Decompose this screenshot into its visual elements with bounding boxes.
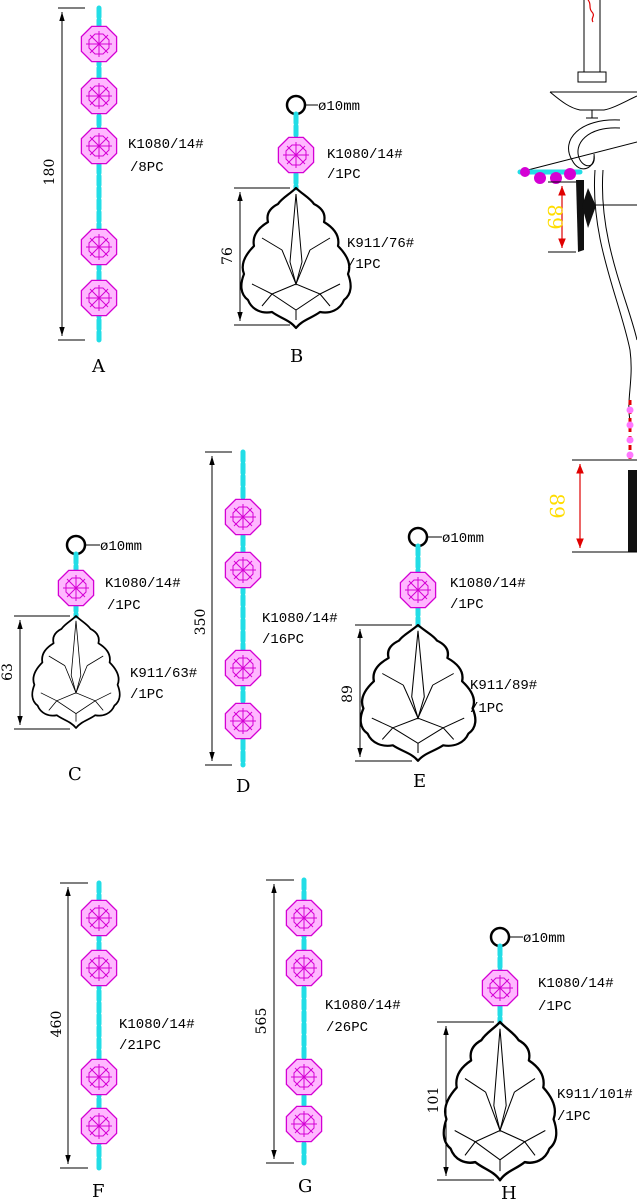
dimension-label: 89 bbox=[543, 204, 567, 229]
dimension-label: 76 bbox=[220, 247, 236, 265]
dimension-label: 89 bbox=[545, 493, 569, 518]
dimension-label: 350 bbox=[193, 609, 209, 636]
quantity: /1PC bbox=[327, 167, 361, 183]
item-letter: G bbox=[298, 1176, 312, 1197]
ring-size: ø10mm bbox=[523, 931, 565, 947]
item-letter: A bbox=[91, 356, 106, 377]
item-letter: E bbox=[413, 771, 426, 792]
part-code: K911/89# bbox=[470, 678, 537, 694]
part-code: K1080/14# bbox=[538, 976, 614, 992]
ring-size: ø10mm bbox=[100, 539, 142, 555]
pendant-h: ø10mm 101 K1080/14# /1PC K911/101# /1PC … bbox=[426, 926, 633, 1202]
octagon-bead-icon bbox=[285, 899, 323, 937]
ring-size: ø10mm bbox=[318, 99, 360, 115]
octagon-bead-icon bbox=[224, 702, 262, 740]
part-code: K1080/14# bbox=[119, 1017, 195, 1033]
quantity: /1PC bbox=[347, 257, 381, 273]
octagon-bead-icon bbox=[285, 1058, 323, 1096]
octagon-bead-icon bbox=[80, 899, 118, 937]
pendant-e: ø10mm 89 K1080/14# /1PC K911/89# /1PC E bbox=[340, 526, 537, 792]
strand-f: 460 K1080/14# /21PC F bbox=[49, 880, 195, 1202]
dimension-label: 101 bbox=[426, 1087, 442, 1114]
pendant-drop-icon bbox=[359, 623, 477, 762]
quantity: /1PC bbox=[557, 1109, 591, 1125]
octagon-bead-icon bbox=[481, 969, 519, 1007]
pendant-c: ø10mm 63 K1080/14# /1PC K911/63# /1PC C bbox=[0, 534, 197, 785]
part-code: K1080/14# bbox=[105, 576, 181, 592]
ring-hook-icon bbox=[407, 526, 429, 548]
quantity: /1PC bbox=[107, 598, 141, 614]
octagon-bead-icon bbox=[80, 77, 118, 115]
quantity: /21PC bbox=[119, 1038, 161, 1054]
part-code: K1080/14# bbox=[325, 998, 401, 1014]
octagon-bead-icon bbox=[224, 551, 262, 589]
quantity: /1PC bbox=[538, 999, 572, 1015]
dimension-label: 565 bbox=[254, 1008, 270, 1035]
item-letter: H bbox=[501, 1183, 517, 1202]
octagon-bead-icon bbox=[80, 1107, 118, 1145]
octagon-bead-icon bbox=[285, 1105, 323, 1143]
part-code: K1080/14# bbox=[128, 137, 204, 153]
dimension-label: 63 bbox=[0, 663, 16, 681]
ring-hook-icon bbox=[65, 534, 87, 556]
pendant-drop-icon bbox=[31, 615, 121, 729]
part-code: K911/76# bbox=[347, 236, 414, 252]
strand-g: 565 K1080/14# /26PC G bbox=[254, 877, 401, 1197]
quantity: /26PC bbox=[326, 1020, 368, 1036]
octagon-bead-icon bbox=[80, 127, 118, 165]
octagon-bead-icon bbox=[285, 949, 323, 987]
item-letter: D bbox=[236, 776, 250, 797]
part-code: K911/101# bbox=[557, 1087, 633, 1103]
pendant-drop-icon bbox=[442, 1020, 558, 1182]
octagon-bead-icon bbox=[57, 569, 95, 607]
strand-d: 350 K1080/14# /16PC D bbox=[193, 449, 338, 797]
item-letter: F bbox=[92, 1181, 105, 1202]
dimension-label: 180 bbox=[42, 159, 58, 186]
part-code: K911/63# bbox=[130, 666, 197, 682]
octagon-bead-icon bbox=[399, 571, 437, 609]
ring-hook-icon bbox=[489, 926, 511, 948]
item-letter: C bbox=[68, 764, 82, 785]
octagon-bead-icon bbox=[224, 498, 262, 536]
octagon-bead-icon bbox=[80, 949, 118, 987]
ring-size: ø10mm bbox=[442, 531, 484, 547]
pendant-drop-icon bbox=[240, 186, 352, 330]
quantity: /8PC bbox=[130, 160, 164, 176]
ring-hook-icon bbox=[285, 94, 307, 116]
chandelier-fixture: 89 89 bbox=[517, 0, 637, 553]
part-code: K1080/14# bbox=[450, 576, 526, 592]
octagon-bead-icon bbox=[80, 279, 118, 317]
octagon-bead-icon bbox=[80, 25, 118, 63]
octagon-bead-icon bbox=[277, 136, 315, 174]
strand-a: 180 K1080/14# /8PC A bbox=[42, 5, 204, 377]
part-code: K1080/14# bbox=[262, 611, 338, 627]
dimension-label: 460 bbox=[49, 1011, 65, 1038]
item-letter: B bbox=[290, 346, 303, 367]
pendant-b: ø10mm 76 K1080/14# /1PC K911/76# /1PC B bbox=[220, 94, 414, 367]
quantity: /16PC bbox=[262, 632, 304, 648]
octagon-bead-icon bbox=[80, 1058, 118, 1096]
part-code: K1080/14# bbox=[327, 147, 403, 163]
quantity: /1PC bbox=[470, 701, 504, 717]
quantity: /1PC bbox=[450, 597, 484, 613]
quantity: /1PC bbox=[130, 687, 164, 703]
dimension-label: 89 bbox=[340, 685, 356, 703]
octagon-bead-icon bbox=[80, 228, 118, 266]
octagon-bead-icon bbox=[224, 649, 262, 687]
